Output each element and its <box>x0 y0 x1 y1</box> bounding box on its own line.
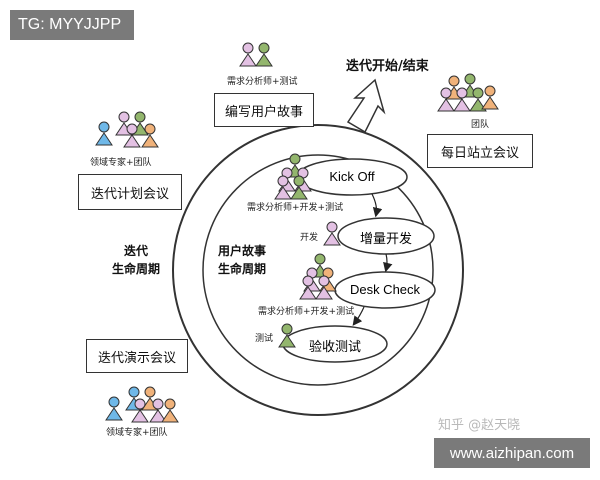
arrow-increment-to-deskcheck <box>383 253 393 273</box>
label-test: 测试 <box>255 334 274 344</box>
label-analyst-test-top: 需求分析师+测试 <box>227 77 298 87</box>
write-user-story-box: 编写用户故事 <box>214 93 314 127</box>
outer-cycle-label-line1: 迭代 <box>123 244 148 258</box>
iteration-start-end-label: 迭代开始/结束 <box>346 59 429 74</box>
inner-cycle-label: 用户故事 生命周期 <box>212 242 272 278</box>
inner-cycle-label-line2: 生命周期 <box>217 262 266 276</box>
inner-cycle-label-line1: 用户故事 <box>217 244 266 258</box>
outer-cycle-label-line2: 生命周期 <box>111 262 160 276</box>
people-analyst-test-top <box>239 42 273 67</box>
label-domain-team-left: 领域专家+团队 <box>90 158 152 168</box>
step-deskcheck-label: Desk Check <box>349 282 421 297</box>
people-domain-team-bottom <box>105 386 179 423</box>
step-increment-label: 增量开发 <box>359 232 412 247</box>
people-team <box>437 73 499 112</box>
arrow-kickoff-to-increment <box>371 193 383 218</box>
iteration-demo-box: 迭代演示会议 <box>86 339 188 373</box>
source-url: www.aizhipan.com <box>434 438 590 468</box>
label-dev: 开发 <box>300 233 319 243</box>
step-acceptance-label: 验收测试 <box>308 340 361 355</box>
label-analyst-dev-test-2: 需求分析师+开发+测试 <box>258 307 355 317</box>
watermark: 知乎 @赵天晓 <box>438 418 521 433</box>
people-domain-team-left <box>95 111 159 148</box>
label-analyst-dev-test-1: 需求分析师+开发+测试 <box>247 203 344 213</box>
outer-cycle-label: 迭代 生命周期 <box>108 242 164 278</box>
daily-standup-box: 每日站立会议 <box>427 134 533 168</box>
step-kickoff-label: Kick Off <box>329 169 375 184</box>
iteration-planning-box: 迭代计划会议 <box>78 174 182 210</box>
label-domain-team-bottom: 领域专家+团队 <box>106 428 168 438</box>
arrow-deskcheck-to-acceptance <box>352 306 365 326</box>
source-tag: TG: MYYJJPP <box>10 10 134 40</box>
iteration-start-arrow <box>346 78 386 134</box>
label-team: 团队 <box>471 120 490 130</box>
outer-cycle-ring <box>172 124 464 416</box>
